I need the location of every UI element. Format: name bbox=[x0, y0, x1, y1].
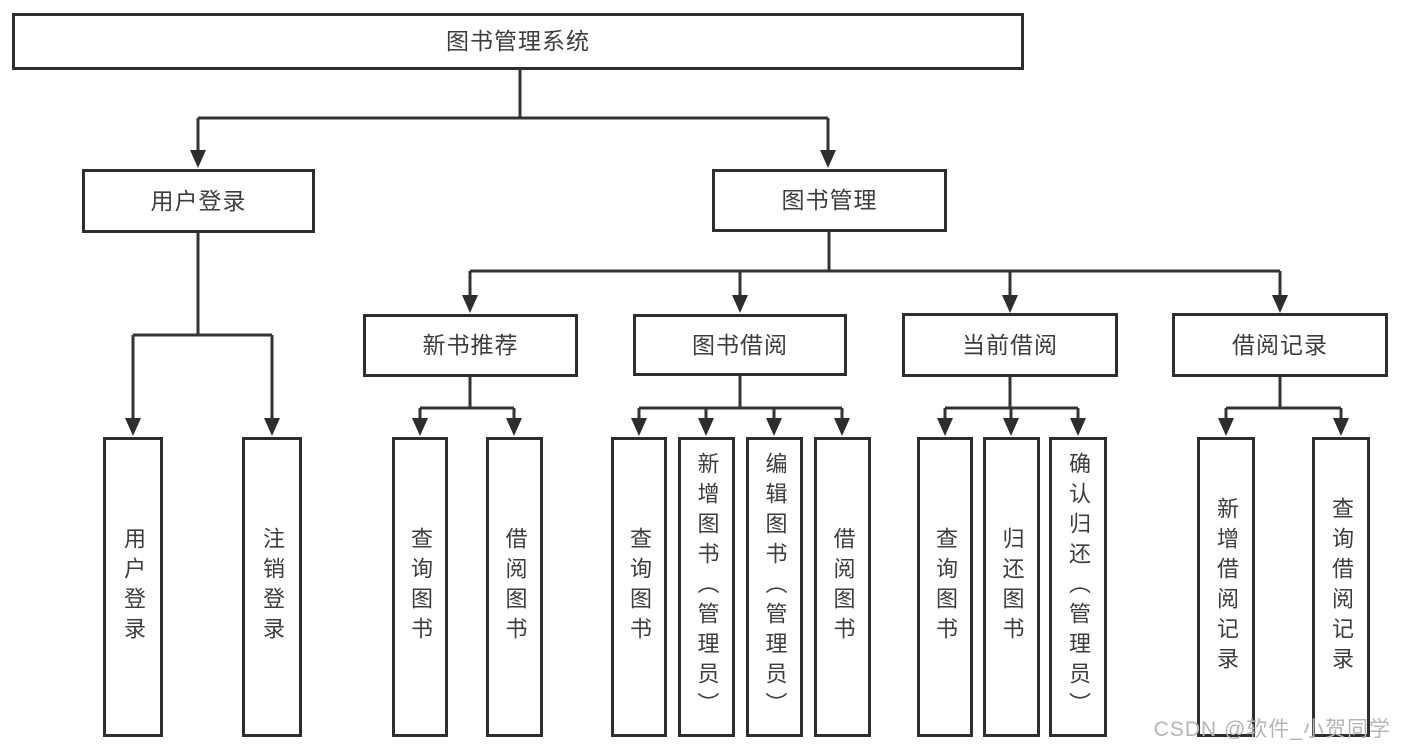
leaf-return-books: 归还图书 bbox=[983, 437, 1040, 737]
leaf-query-borrow-record: 查询借阅记录 bbox=[1312, 437, 1370, 737]
arrowhead-icon bbox=[264, 418, 280, 436]
arrowhead-icon bbox=[732, 295, 748, 313]
connector-newbook-to-children bbox=[418, 377, 516, 421]
arrowhead-icon bbox=[1218, 418, 1234, 436]
connector-borrowing-to-children bbox=[637, 376, 844, 421]
arrowhead-icon bbox=[937, 418, 953, 436]
leaf-borrow-books-recommend: 借阅图书 bbox=[486, 437, 543, 737]
connector-login-to-children bbox=[131, 233, 274, 421]
arrowhead-icon bbox=[820, 150, 836, 168]
arrowhead-icon bbox=[1333, 418, 1349, 436]
arrowhead-icon bbox=[1272, 295, 1288, 313]
node-book-borrowing: 图书借阅 bbox=[633, 314, 847, 376]
arrowhead-icon bbox=[190, 150, 206, 168]
node-borrowing-records: 借阅记录 bbox=[1172, 313, 1388, 377]
csdn-watermark: CSDN @软件_小贺同学 bbox=[1153, 718, 1391, 741]
arrowhead-icon bbox=[1002, 295, 1018, 313]
arrowhead-icon bbox=[506, 418, 522, 436]
connector-current-to-children bbox=[943, 377, 1080, 421]
node-new-book-recommend: 新书推荐 bbox=[363, 314, 578, 377]
leaf-query-books-current: 查询图书 bbox=[917, 437, 973, 737]
leaf-query-books-borrowing: 查询图书 bbox=[611, 437, 667, 737]
connector-root-to-level2 bbox=[196, 70, 830, 152]
node-book-management: 图书管理 bbox=[712, 169, 947, 232]
arrowhead-icon bbox=[834, 418, 850, 436]
leaf-logout: 注销登录 bbox=[242, 437, 302, 737]
arrowhead-icon bbox=[462, 295, 478, 313]
arrowhead-icon bbox=[412, 418, 428, 436]
connector-mgmt-to-level3 bbox=[468, 232, 1282, 297]
leaf-query-books-recommend: 查询图书 bbox=[392, 437, 448, 737]
leaf-add-books-admin: 新增图书（管理员） bbox=[678, 437, 735, 737]
arrowhead-icon bbox=[125, 418, 141, 436]
arrowhead-icon bbox=[698, 418, 714, 436]
leaf-user-login: 用户登录 bbox=[103, 437, 163, 737]
arrowhead-icon bbox=[766, 418, 782, 436]
leaf-add-borrow-record: 新增借阅记录 bbox=[1197, 437, 1255, 737]
node-current-borrowing: 当前借阅 bbox=[902, 313, 1118, 377]
arrowhead-icon bbox=[1070, 418, 1086, 436]
arrowhead-icon bbox=[1003, 418, 1019, 436]
leaf-borrow-books-borrowing: 借阅图书 bbox=[814, 437, 871, 737]
leaf-confirm-return-admin: 确认归还（管理员） bbox=[1049, 437, 1107, 737]
arrowhead-icon bbox=[631, 418, 647, 436]
leaf-edit-books-admin: 编辑图书（管理员） bbox=[746, 437, 803, 737]
node-root-system: 图书管理系统 bbox=[12, 13, 1024, 70]
node-user-login: 用户登录 bbox=[82, 169, 315, 233]
connector-records-to-children bbox=[1224, 377, 1343, 421]
